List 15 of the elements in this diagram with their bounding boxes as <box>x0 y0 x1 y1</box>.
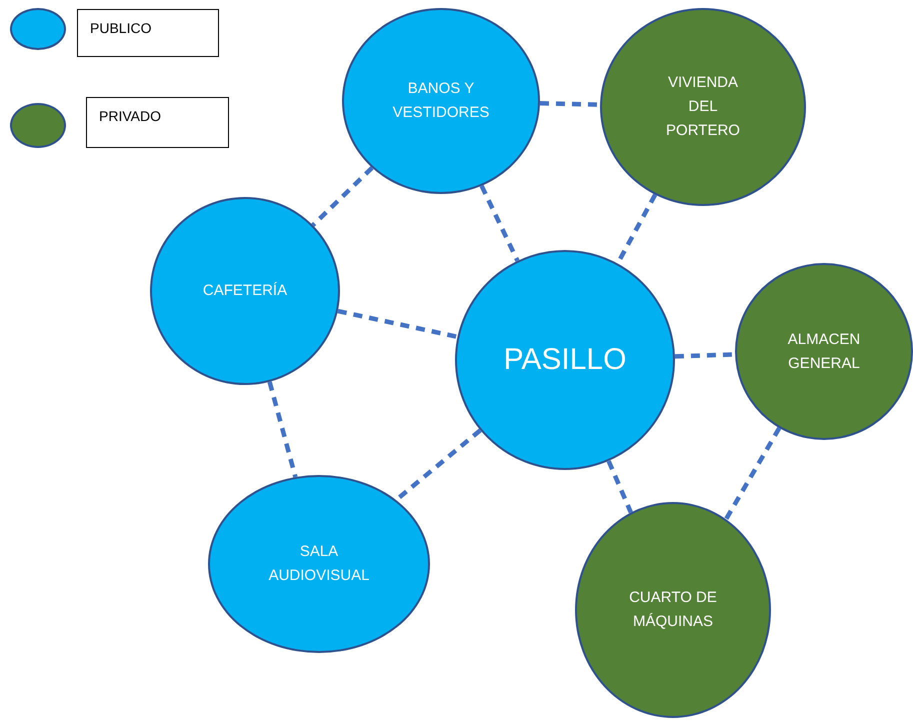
dashed-connector <box>267 381 298 478</box>
room-label: VIVIENDA DEL PORTERO <box>665 73 741 141</box>
legend-label: PRIVADO <box>86 97 229 148</box>
dashed-connector <box>480 184 520 262</box>
dashed-connector <box>311 166 374 227</box>
legend-label: PUBLICO <box>77 9 219 57</box>
room-label: BANOS Y VESTIDORES <box>392 79 490 123</box>
room-label: ALMACEN GENERAL <box>786 330 862 374</box>
room-label: SALA AUDIOVISUAL <box>268 542 370 586</box>
dashed-connector <box>724 426 782 520</box>
room-label: CAFETERÍA <box>202 281 288 301</box>
dashed-connector <box>337 308 458 340</box>
room-label: CUARTO DE MÁQUINAS <box>628 588 718 632</box>
room-label: PASILLO <box>504 342 626 378</box>
dashed-connector <box>606 460 633 514</box>
